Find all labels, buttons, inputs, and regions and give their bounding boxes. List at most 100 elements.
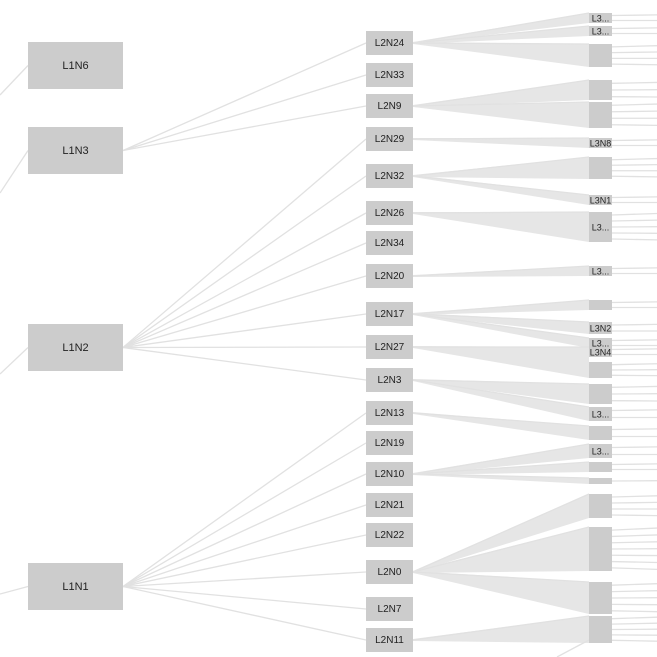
level3-node[interactable]: L3... <box>589 407 612 421</box>
level3-nodes: L3...L3...L3N8L3N1L3...L3...L3N2L3...L3N… <box>589 13 612 643</box>
level2-node-box <box>366 264 413 288</box>
level3-node-label: L3N4 <box>590 348 612 358</box>
node-l2n22[interactable]: L2N22 <box>366 523 413 547</box>
node-l2n17[interactable]: L2N17 <box>366 302 413 326</box>
fan-edge <box>412 137 590 140</box>
level3-node-box <box>589 616 612 643</box>
node-l2n7[interactable]: L2N7 <box>366 597 413 621</box>
level3-node-label: L3... <box>592 14 610 24</box>
level3-node[interactable]: L3... <box>589 26 612 37</box>
level3-node[interactable]: L3... <box>589 338 612 349</box>
node-l2n29[interactable]: L2N29 <box>366 127 413 151</box>
link-l1n3-l2n24 <box>122 42 367 152</box>
outgoing-link <box>611 212 657 216</box>
node-l2n19[interactable]: L2N19 <box>366 431 413 455</box>
level3-node[interactable] <box>589 478 612 484</box>
level2-node-box <box>366 31 413 55</box>
node-l1n1[interactable]: L1N1 <box>28 563 123 610</box>
outgoing-link <box>611 534 657 538</box>
fan-band-l2n32 <box>413 175 589 205</box>
level3-node-label: L3... <box>592 447 610 457</box>
outgoing-link <box>611 463 657 466</box>
level3-node[interactable] <box>589 616 612 643</box>
level3-node-box <box>589 444 612 458</box>
link-l1n2-l2n26 <box>122 212 367 349</box>
level3-node-box <box>589 157 612 179</box>
level3-node[interactable]: L3N8 <box>589 138 612 149</box>
outgoing-link <box>611 124 657 126</box>
level3-node[interactable]: L3... <box>589 13 612 24</box>
node-l2n33[interactable]: L2N33 <box>366 63 413 87</box>
level3-node-box <box>589 462 612 472</box>
level3-node-label: L3... <box>592 339 610 349</box>
level3-node[interactable]: L3N4 <box>589 347 612 358</box>
node-l2n11[interactable]: L2N11 <box>366 628 413 652</box>
link-l1n1-l2n10 <box>122 473 367 588</box>
level1-node-box <box>28 127 123 174</box>
level3-node[interactable] <box>589 384 612 404</box>
level3-node[interactable]: L3N1 <box>589 195 612 206</box>
node-l2n0[interactable]: L2N0 <box>366 560 413 584</box>
fan-band-l2n27 <box>413 346 589 378</box>
level3-node[interactable] <box>589 494 612 518</box>
level3-node-box <box>589 362 612 378</box>
links-layer <box>0 12 657 657</box>
outgoing-link <box>611 501 657 504</box>
node-l2n24[interactable]: L2N24 <box>366 31 413 55</box>
level3-node-box <box>589 26 612 36</box>
level2-node-box <box>366 560 413 584</box>
node-l2n3[interactable]: L2N3 <box>366 368 413 392</box>
node-l2n13[interactable]: L2N13 <box>366 401 413 425</box>
node-l1n3[interactable]: L1N3 <box>28 127 123 174</box>
fan-edge <box>412 443 590 475</box>
fan-band-l2n17 <box>413 313 589 334</box>
level3-node[interactable] <box>589 362 612 378</box>
fan-edge <box>412 25 590 44</box>
level3-node[interactable]: L3N2 <box>589 322 612 334</box>
fan-edge <box>412 461 590 475</box>
node-l1n6[interactable]: L1N6 <box>28 42 123 89</box>
link-l1n1-l2n0 <box>122 571 367 588</box>
level3-node[interactable]: L3... <box>589 212 612 242</box>
node-l2n21[interactable]: L2N21 <box>366 493 413 517</box>
incoming-link <box>0 65 29 96</box>
level2-node-box <box>366 462 413 486</box>
fan-band-l2n0 <box>413 571 589 614</box>
level3-node[interactable] <box>589 300 612 310</box>
level2-node-box <box>366 63 413 87</box>
level3-node[interactable] <box>589 157 612 179</box>
level1-node-label: L1N6 <box>62 60 88 72</box>
node-l2n26[interactable]: L2N26 <box>366 201 413 225</box>
level1-node-label: L1N2 <box>62 342 88 354</box>
node-l2n9[interactable]: L2N9 <box>366 94 413 118</box>
fan-edge <box>412 211 590 214</box>
level3-node[interactable]: L3... <box>589 266 612 277</box>
level2-node-box <box>366 164 413 188</box>
level3-node-box <box>589 338 612 348</box>
level3-node[interactable] <box>589 426 612 440</box>
node-l1n2[interactable]: L1N2 <box>28 324 123 371</box>
level3-node[interactable] <box>589 44 612 67</box>
level3-node[interactable] <box>589 462 612 472</box>
outgoing-link <box>611 63 657 66</box>
incoming-link <box>0 150 29 194</box>
level3-node[interactable]: L3... <box>589 444 612 458</box>
level3-node[interactable] <box>589 80 612 100</box>
node-l2n27[interactable]: L2N27 <box>366 335 413 359</box>
level3-node[interactable] <box>589 527 612 571</box>
level1-node-box <box>28 324 123 371</box>
level2-node-box <box>366 431 413 455</box>
level3-node[interactable] <box>589 582 612 614</box>
level2-node-label: L2N0 <box>378 567 402 578</box>
outgoing-link <box>611 157 657 161</box>
fan-edge <box>412 175 590 196</box>
level2-node-box <box>366 127 413 151</box>
node-l2n20[interactable]: L2N20 <box>366 264 413 288</box>
fan-band-l2n13 <box>413 412 589 440</box>
node-l2n34[interactable]: L2N34 <box>366 231 413 255</box>
node-l2n10[interactable]: L2N10 <box>366 462 413 486</box>
node-l2n32[interactable]: L2N32 <box>366 164 413 188</box>
level2-nodes: L2N24L2N33L2N9L2N29L2N32L2N26L2N34L2N20L… <box>366 31 413 652</box>
level3-node[interactable] <box>589 102 612 128</box>
